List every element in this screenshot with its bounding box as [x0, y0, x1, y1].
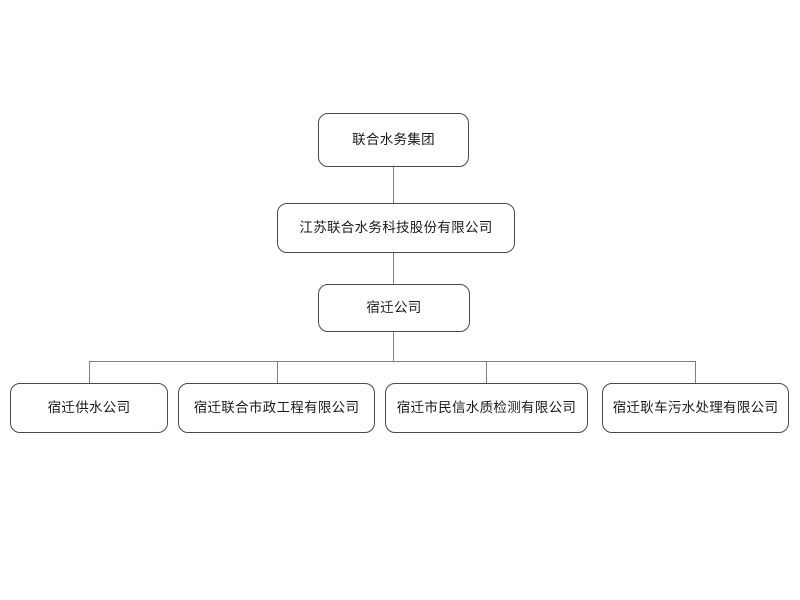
org-node-municipal-label: 宿迁联合市政工程有限公司: [193, 399, 360, 416]
org-node-group[interactable]: 联合水务集团: [318, 113, 469, 167]
org-node-testing-label: 宿迁市民信水质检测有限公司: [396, 399, 577, 416]
org-node-testing[interactable]: 宿迁市民信水质检测有限公司: [385, 383, 588, 433]
connector-subsidiary-bus: [89, 361, 696, 362]
org-node-jiangsu-label: 江苏联合水务科技股份有限公司: [299, 219, 493, 236]
connector-jiangsu-to-suqian: [393, 253, 394, 284]
connector-bus-to-testing: [486, 361, 487, 383]
org-node-wastewater[interactable]: 宿迁耿车污水处理有限公司: [602, 383, 789, 433]
org-node-suqian-label: 宿迁公司: [366, 299, 422, 316]
connector-group-to-jiangsu: [393, 167, 394, 203]
org-node-group-label: 联合水务集团: [352, 131, 435, 148]
org-node-supply[interactable]: 宿迁供水公司: [10, 383, 168, 433]
org-node-suqian[interactable]: 宿迁公司: [318, 284, 470, 332]
org-node-jiangsu[interactable]: 江苏联合水务科技股份有限公司: [277, 203, 515, 253]
connector-bus-to-municipal: [277, 361, 278, 383]
org-node-supply-label: 宿迁供水公司: [47, 399, 131, 416]
org-node-wastewater-label: 宿迁耿车污水处理有限公司: [612, 399, 779, 416]
connector-bus-to-wastewater: [695, 361, 696, 383]
connector-bus-to-supply: [89, 361, 90, 383]
connector-suqian-to-bus: [393, 332, 394, 361]
org-node-municipal[interactable]: 宿迁联合市政工程有限公司: [178, 383, 375, 433]
